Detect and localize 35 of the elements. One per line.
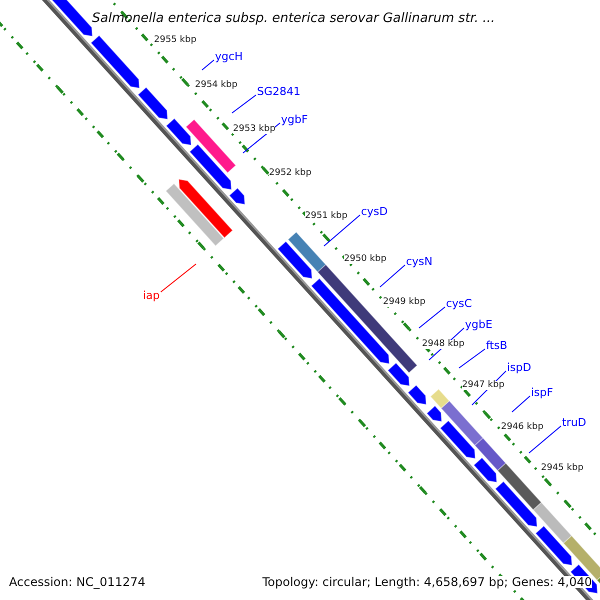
tick-label: 2953 kbp xyxy=(233,125,276,134)
tick-label: 2952 kbp xyxy=(269,169,312,178)
leader-line xyxy=(528,426,562,454)
leader-line xyxy=(380,264,406,288)
gene-label: ygbF xyxy=(281,114,308,125)
leader-line xyxy=(418,306,446,328)
tick-label: 2950 kbp xyxy=(344,255,386,264)
tick-label: 2955 kbp xyxy=(154,36,196,45)
genome-summary-text: Topology: circular; Length: 4,658,697 bp; Genes: 4,040 xyxy=(262,576,592,588)
tick-label: 2945 kbp xyxy=(541,464,584,473)
gene-label: ftsB xyxy=(486,340,508,351)
leader-line xyxy=(232,94,256,114)
map-title: Salmonella enterica subsp. enterica serovar Gallinarum str. ... xyxy=(92,12,495,25)
tick-label: 2946 kbp xyxy=(501,423,544,432)
leader-line xyxy=(324,214,360,246)
gene-label: ygbE xyxy=(465,319,492,330)
gene-label: SG2841 xyxy=(257,86,301,97)
gene-label: ispD xyxy=(507,362,532,373)
tick-label: 2951 kbp xyxy=(305,212,348,221)
tick-label: 2954 kbp xyxy=(195,81,238,90)
gene-label: ygcH xyxy=(215,51,243,62)
leader-line xyxy=(458,348,486,368)
accession-text: Accession: NC_011274 xyxy=(9,576,146,588)
gene-label: cysN xyxy=(406,256,433,267)
leader-line xyxy=(160,264,196,292)
gene-label: truD xyxy=(562,417,586,428)
gene-label: ispF xyxy=(531,387,554,398)
tick-label: 2947 kbp xyxy=(462,381,504,390)
leader-line xyxy=(512,396,530,412)
gene-label: iap xyxy=(143,290,160,301)
gene-label: cysC xyxy=(446,298,472,309)
gene-label: cysD xyxy=(361,206,388,217)
tick-label: 2949 kbp xyxy=(383,298,426,307)
leader-line xyxy=(202,60,214,70)
tick-label: 2948 kbp xyxy=(422,340,464,349)
